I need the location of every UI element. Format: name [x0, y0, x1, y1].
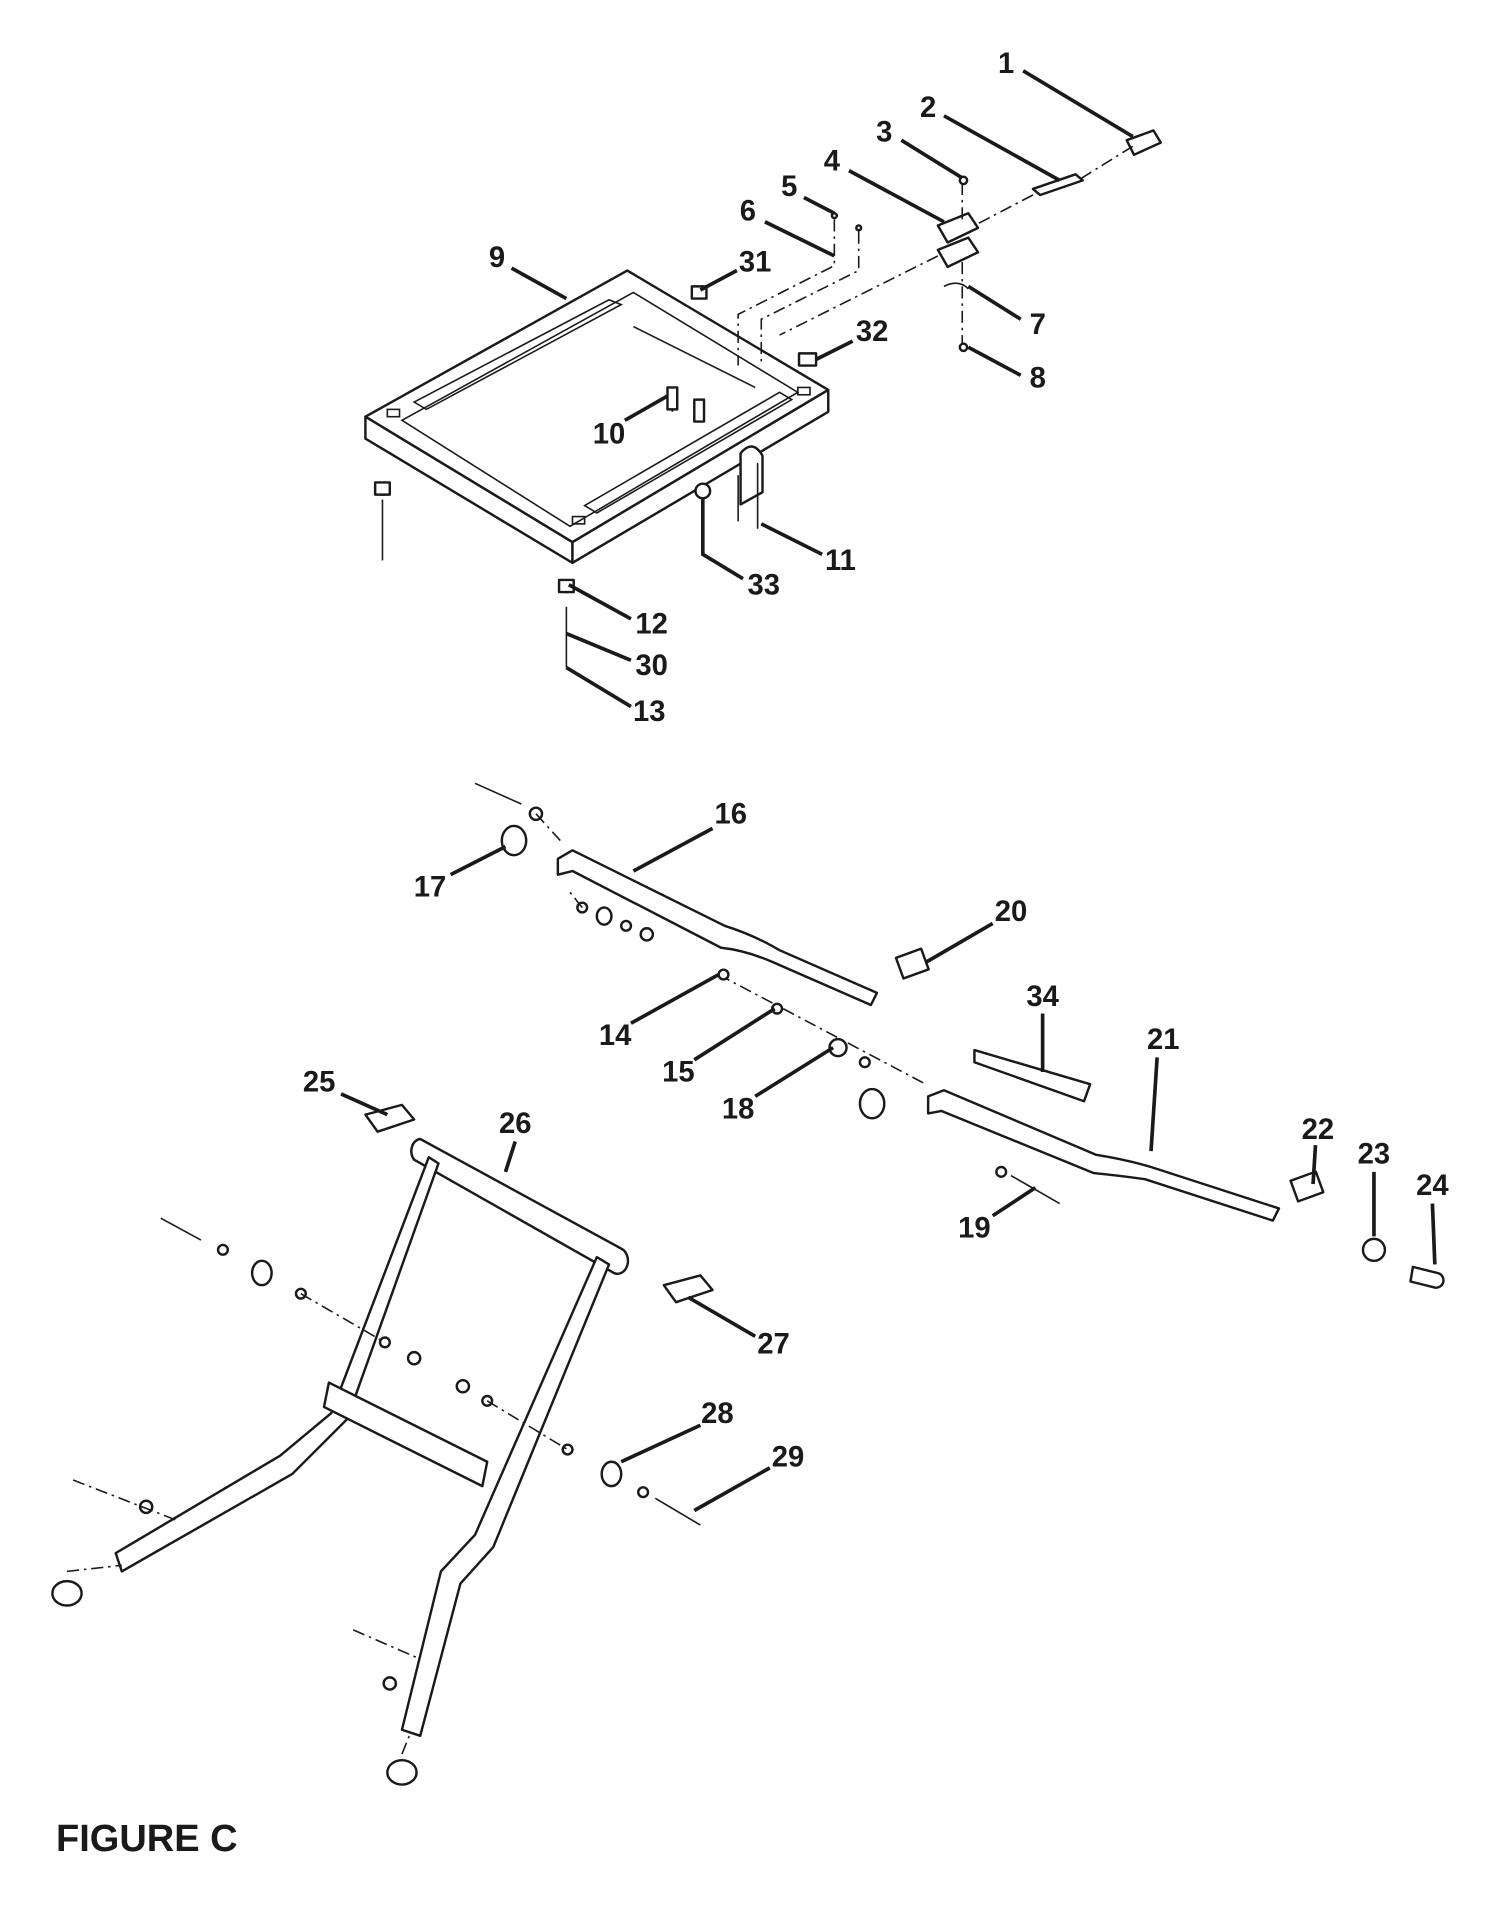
callout-leader-1: [1022, 69, 1134, 139]
callout-label-11: 11: [825, 545, 856, 577]
callout-label-4: 4: [824, 146, 841, 178]
callout-label-26: 26: [499, 1108, 532, 1140]
callout-leader-26: [503, 1140, 517, 1173]
callout-leader-21: [1149, 1057, 1159, 1152]
callout-label-19: 19: [958, 1213, 991, 1245]
callout-leader-22: [1311, 1144, 1318, 1185]
callout-leader-6: [764, 220, 836, 258]
callout-label-27: 27: [757, 1328, 790, 1360]
callout-label-23: 23: [1358, 1138, 1391, 1170]
callout-leader-19: [991, 1186, 1037, 1218]
callout-label-20: 20: [995, 896, 1028, 928]
callout-leader-32: [815, 339, 854, 362]
callout-label-25: 25: [303, 1066, 336, 1098]
callout-label-8: 8: [1030, 362, 1046, 394]
figure-title: FIGURE C: [56, 1818, 238, 1860]
callout-label-10: 10: [593, 418, 626, 450]
callout-labels: 1234567891011121314151617181920212223242…: [303, 48, 1449, 1513]
callout-leader-5: [803, 195, 836, 215]
callout-leader-30: [565, 631, 632, 662]
callout-leader-24: [1430, 1203, 1437, 1265]
callout-leader-25: [340, 1092, 389, 1117]
callout-label-17: 17: [414, 872, 447, 904]
callout-leader-14: [630, 972, 720, 1025]
callout-leader-2: [943, 114, 1061, 182]
callout-label-1: 1: [998, 48, 1014, 80]
callout-label-24: 24: [1416, 1170, 1449, 1202]
callout-leader-28: [620, 1423, 702, 1464]
callout-label-34: 34: [1026, 981, 1059, 1013]
callout-label-32: 32: [856, 316, 889, 348]
callout-label-5: 5: [781, 171, 797, 203]
callout-label-28: 28: [701, 1398, 734, 1430]
callout-leader-20: [924, 921, 994, 964]
callout-label-33: 33: [747, 570, 780, 602]
callout-label-31: 31: [739, 247, 772, 279]
callout-leader-27: [687, 1295, 757, 1338]
callout-label-13: 13: [633, 696, 666, 728]
callout-label-30: 30: [635, 650, 668, 682]
leg-arm-lower: [717, 968, 1445, 1289]
callout-leader-13: [565, 666, 632, 709]
callout-leader-9: [510, 266, 568, 301]
callout-leader-15: [693, 1007, 776, 1062]
callout-label-18: 18: [722, 1093, 755, 1125]
callout-label-29: 29: [772, 1442, 805, 1474]
leg-stand: [51, 1103, 714, 1786]
callout-label-3: 3: [876, 116, 892, 148]
callout-label-2: 2: [920, 92, 936, 124]
callout-label-15: 15: [662, 1057, 695, 1089]
callout-leader-8: [967, 345, 1022, 377]
callout-leader-31: [699, 268, 738, 292]
callout-label-12: 12: [635, 609, 668, 641]
callout-leader-18: [754, 1046, 835, 1098]
callout-leader-10: [623, 394, 669, 422]
callout-leader-33: [700, 499, 744, 581]
callout-leader-16: [632, 826, 714, 873]
callout-label-14: 14: [599, 1020, 632, 1052]
callout-leader-17: [449, 845, 507, 877]
callout-leader-12: [567, 583, 632, 621]
callout-leader-4: [848, 169, 945, 224]
callout-label-22: 22: [1302, 1114, 1335, 1146]
callout-leader-11: [760, 522, 823, 556]
callout-leader-7: [967, 284, 1022, 321]
callout-label-9: 9: [489, 242, 505, 274]
table-top-frame: [364, 269, 830, 565]
callout-leader-3: [900, 138, 964, 180]
callout-leader-29: [693, 1466, 771, 1513]
callout-label-16: 16: [715, 799, 748, 831]
leg-arm-upper: [474, 782, 930, 1085]
callout-label-7: 7: [1030, 309, 1046, 341]
callout-label-6: 6: [740, 196, 756, 228]
callout-label-21: 21: [1147, 1024, 1180, 1056]
